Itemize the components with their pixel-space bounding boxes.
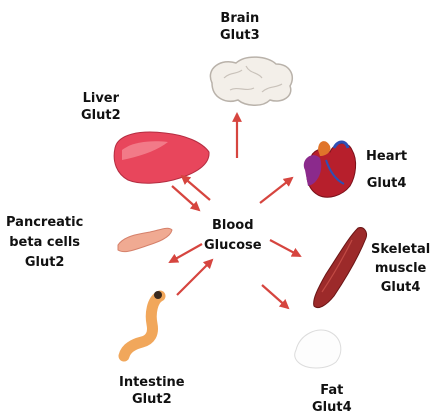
muscle-name-line1: Skeletal [371,240,430,259]
muscle-icon [314,228,367,308]
liver-label: Liver Glut2 [81,90,121,124]
fat-name: Fat [312,382,352,399]
fat-label: Fat Glut4 [312,382,352,416]
brain-label: Brain Glut3 [220,10,260,44]
muscle-name-line2: muscle [371,259,430,278]
arrow-to-heart [260,178,292,203]
pancreas-name-line1: Pancreatic [6,213,83,233]
arrow-from-liver [172,186,199,210]
liver-transporter: Glut2 [81,107,121,124]
arrow-from-intestine [177,260,212,295]
arrow-to-fat [262,285,288,308]
arrow-to-liver [182,176,210,200]
intestine-name: Intestine [119,374,185,391]
heart-transporter: Glut4 [366,170,407,197]
center-line1: Blood [204,216,262,236]
center-label: Blood Glucose [204,216,262,256]
heart-icon [304,141,356,197]
brain-name: Brain [220,10,260,27]
pancreas-label: Pancreatic beta cells Glut2 [6,213,83,273]
heart-label: Heart Glut4 [366,143,407,197]
arrow-to-pancreas [170,244,202,262]
brain-transporter: Glut3 [220,27,260,44]
fat-transporter: Glut4 [312,399,352,416]
heart-name: Heart [366,143,407,170]
liver-name: Liver [81,90,121,107]
pancreas-name-line2: beta cells [6,233,83,253]
pancreas-transporter: Glut2 [6,253,83,273]
intestine-transporter: Glut2 [119,391,185,408]
pancreas-icon [118,228,172,251]
muscle-label: Skeletal muscle Glut4 [371,240,430,297]
brain-icon [210,57,292,105]
intestine-icon [124,291,162,356]
fat-icon [295,330,341,368]
center-line2: Glucose [204,236,262,256]
liver-icon [114,132,209,183]
arrow-to-muscle [270,240,300,256]
muscle-transporter: Glut4 [371,278,430,297]
intestine-label: Intestine Glut2 [119,374,185,408]
